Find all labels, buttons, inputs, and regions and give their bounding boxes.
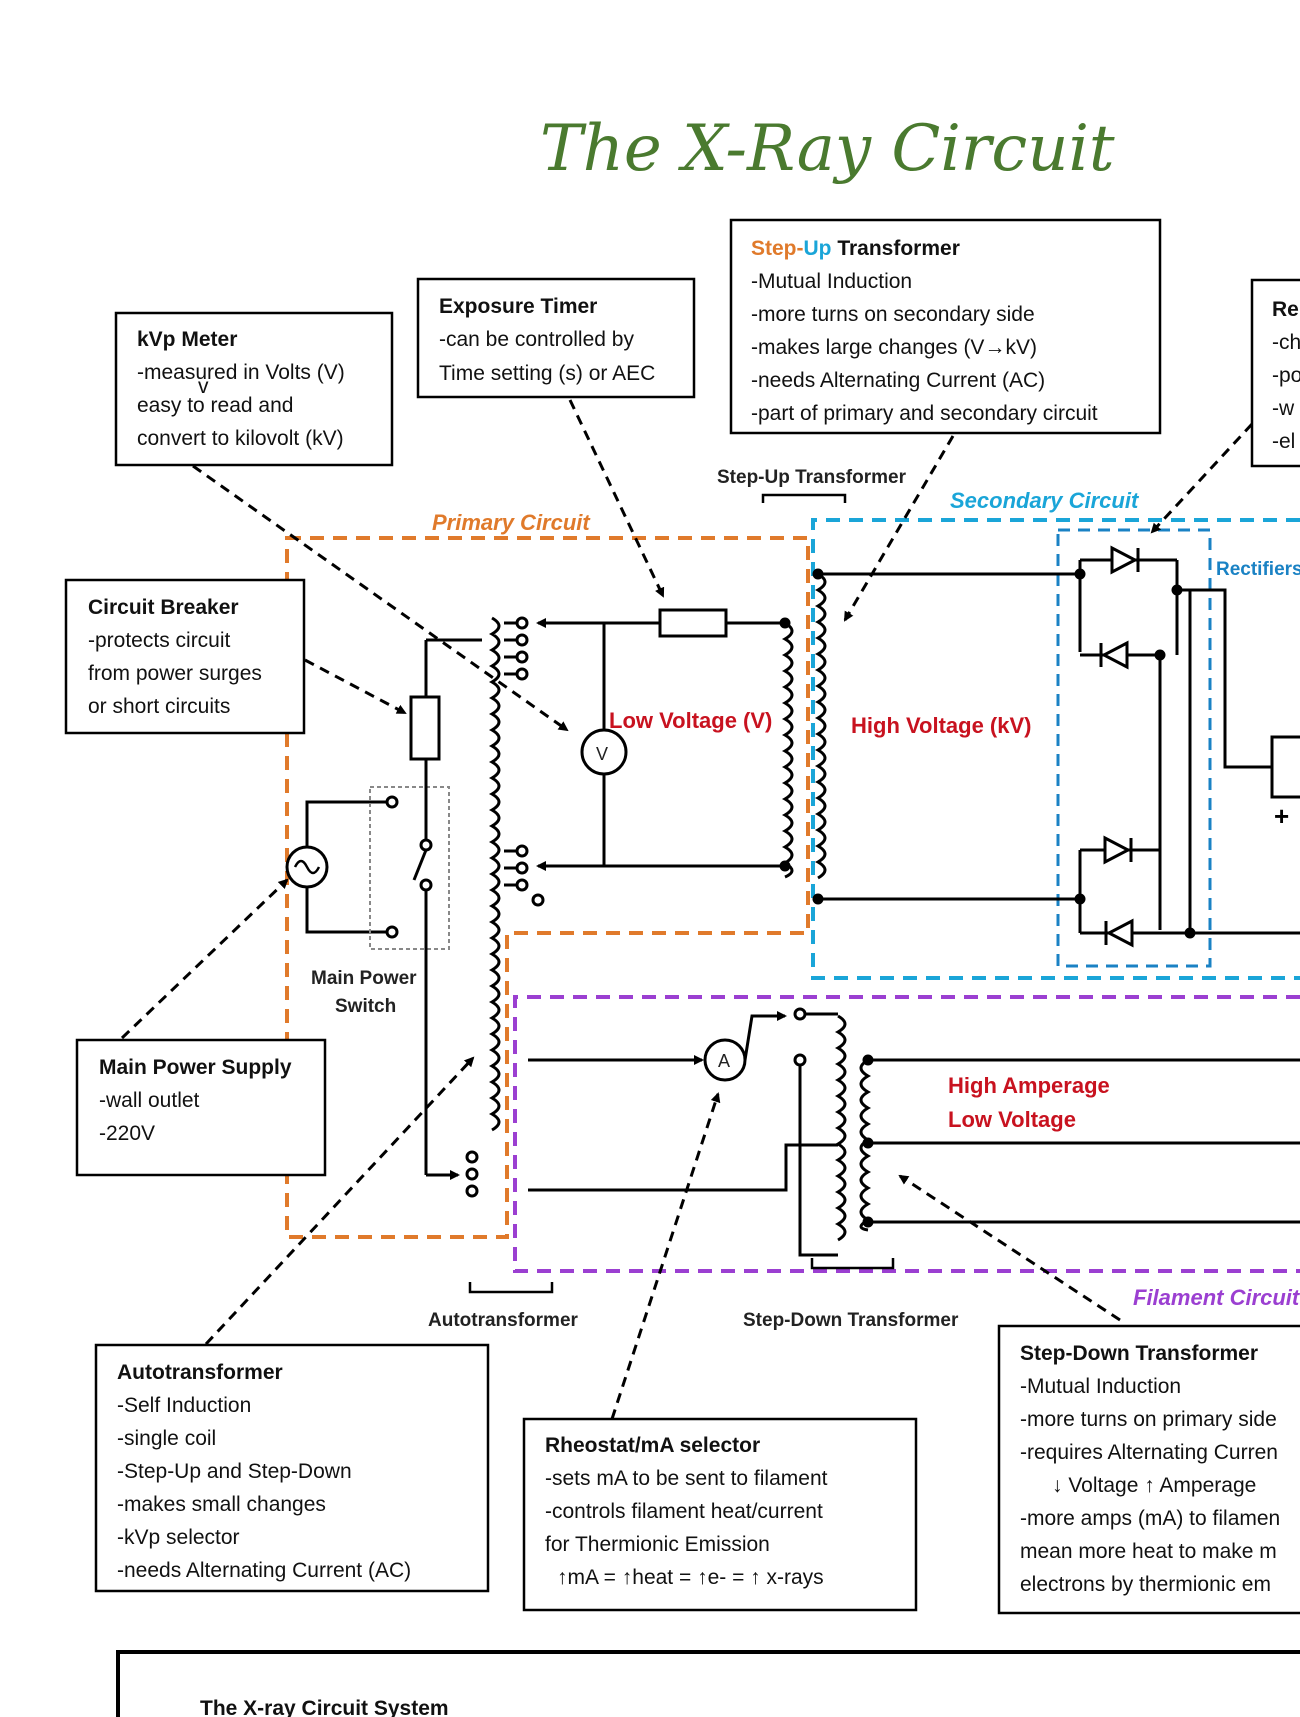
step-down-line: -more turns on primary side — [1020, 1408, 1277, 1431]
rheostat-title: Rheostat/mA selector — [545, 1434, 760, 1457]
rectifiers-label: Rectifiers — [1216, 559, 1300, 580]
main-power-supply-line: -220V — [99, 1122, 155, 1145]
circuit-breaker-line: -protects circuit — [88, 629, 231, 652]
secondary-circuit-region: Secondary Circuit — [811, 488, 1300, 980]
main-power-supply-box: Main Power Supply -wall outlet -220V — [75, 1038, 327, 1177]
step-down-line: ↓ Voltage ↑ Amperage — [1052, 1474, 1256, 1497]
step-up-title-part: Step- — [751, 237, 804, 260]
main-power-switch-label-2: Switch — [335, 996, 396, 1017]
rheostat-line: for Thermionic Emission — [545, 1533, 770, 1556]
step-down-transformer-label: Step-Down Transformer — [743, 1310, 959, 1331]
circuit-breaker-line: from power surges — [88, 662, 262, 685]
rheostat-line: -controls filament heat/current — [545, 1500, 823, 1523]
exposure-timer-line: Time setting (s) or AEC — [439, 362, 655, 385]
rectifier-box-line: -po — [1272, 364, 1300, 387]
secondary-circuit-label: Secondary Circuit — [950, 488, 1140, 513]
step-down-transformer-box: Step-Down Transformer -Mutual Induction … — [997, 1324, 1300, 1615]
autotransformer-line: -needs Alternating Current (AC) — [117, 1559, 411, 1582]
voltmeter-label: V — [596, 744, 608, 764]
filament-circuit-region: Filament Circuit — [513, 995, 1300, 1310]
step-down-line: -Mutual Induction — [1020, 1375, 1181, 1398]
primary-circuit-region: Primary Circuit — [285, 510, 810, 1239]
kvp-meter-line: -measured in Volts (V) — [137, 361, 345, 384]
high-voltage-label: High Voltage (kV) — [851, 713, 1032, 738]
plus-label: + — [1274, 801, 1289, 831]
rheostat-line: -sets mA to be sent to filament — [545, 1467, 828, 1490]
rectifier-box-line: -ch — [1272, 331, 1300, 354]
kvp-meter-line: easy to read and — [137, 394, 293, 417]
kvp-meter-title: kVp Meter — [137, 328, 237, 351]
circuit-breaker-box: Circuit Breaker -protects circuit from p… — [64, 578, 306, 735]
rectifier-diode — [1103, 835, 1133, 865]
kvp-meter-line: convert to kilovolt (kV) — [137, 427, 344, 450]
autotransformer-line: -single coil — [117, 1427, 216, 1450]
step-down-line: -requires Alternating Curren — [1020, 1441, 1278, 1464]
autotransformer-line: -Self Induction — [117, 1394, 251, 1417]
step-up-line: -Mutual Induction — [751, 270, 912, 293]
step-down-title: Step-Down Transformer — [1020, 1342, 1258, 1365]
circuit-breaker-title: Circuit Breaker — [88, 596, 239, 619]
rectifier-region: Rectifiers — [1056, 528, 1300, 968]
circuit-breaker-fuse — [409, 695, 441, 761]
ammeter-label: A — [718, 1051, 730, 1071]
step-up-transformer-box: Step-Up Transformer -Mutual Induction -m… — [729, 218, 1162, 435]
autotransformer-line: -kVp selector — [117, 1526, 240, 1549]
step-down-line: electrons by thermionic em — [1020, 1573, 1271, 1596]
step-up-title-part: Transformer — [832, 237, 960, 260]
rectifier-box-line: -el — [1272, 430, 1295, 453]
exposure-timer-resistor — [658, 608, 728, 638]
secondary-wiring — [812, 545, 1300, 948]
main-power-supply-line: -wall outlet — [99, 1089, 200, 1112]
rheostat-box: Rheostat/mA selector -sets mA to be sent… — [522, 1417, 918, 1612]
kvp-meter-box: kVp Meter -measured in Volts (V) v easy … — [114, 311, 394, 467]
autotransformer-line: -Step-Up and Step-Down — [117, 1460, 352, 1483]
step-up-line: -needs Alternating Current (AC) — [751, 369, 1045, 392]
rectifier-box-title: Re — [1272, 298, 1299, 321]
autotransformer-line: -makes small changes — [117, 1493, 326, 1516]
autotransformer-box: Autotransformer -Self Induction -single … — [94, 1343, 490, 1593]
primary-circuit-label: Primary Circuit — [432, 510, 591, 535]
step-down-line: mean more heat to make m — [1020, 1540, 1277, 1563]
step-down-line: -more amps (mA) to filamen — [1020, 1507, 1280, 1530]
filament-circuit-label: Filament Circuit — [1133, 1285, 1300, 1310]
autotransformer-title: Autotransformer — [117, 1361, 283, 1384]
xray-tube-partial — [1270, 735, 1300, 799]
voltmeter — [580, 728, 628, 776]
kvp-meter-subscript: v — [198, 375, 209, 398]
main-power-switch-label-1: Main Power — [311, 968, 417, 989]
step-up-line: -makes large changes (V→kV) — [751, 336, 1037, 359]
circuit-breaker-line: or short circuits — [88, 695, 230, 718]
low-voltage-label: Low Voltage (V) — [609, 708, 772, 733]
rectifier-diode — [1104, 918, 1134, 948]
step-up-transformer-title: Step-Up Transformer — [751, 237, 960, 260]
autotransformer-label: Autotransformer — [428, 1310, 579, 1331]
step-up-title-part: Up — [804, 237, 832, 260]
pointer-arrows — [120, 399, 1254, 1420]
exposure-timer-title: Exposure Timer — [439, 295, 597, 318]
main-power-supply-title: Main Power Supply — [99, 1056, 292, 1079]
bottom-summary-box: The X-ray Circuit System — [116, 1650, 1300, 1717]
primary-wiring — [285, 608, 794, 1198]
rectifier-box-partial: Re -ch -po -w -el — [1250, 278, 1300, 468]
low-voltage2-label: Low Voltage — [948, 1107, 1076, 1132]
high-amperage-label: High Amperage — [948, 1073, 1110, 1098]
rectifier-diode — [1099, 640, 1129, 670]
filament-wiring — [528, 1007, 1300, 1257]
exposure-timer-line: -can be controlled by — [439, 328, 634, 351]
bottom-summary-title: The X-ray Circuit System — [200, 1697, 449, 1717]
page-title: The X-Ray Circuit — [540, 112, 1115, 186]
step-up-line: -part of primary and secondary circuit — [751, 402, 1098, 425]
exposure-timer-box: Exposure Timer -can be controlled by Tim… — [416, 277, 696, 399]
rectifier-diode — [1110, 545, 1140, 575]
step-up-line: -more turns on secondary side — [751, 303, 1035, 326]
rectifier-box-line: -w — [1272, 397, 1295, 420]
main-power-switch — [369, 786, 450, 950]
step-up-transformer-label: Step-Up Transformer — [717, 467, 907, 488]
rheostat-line: ↑mA = ↑heat = ↑e- = ↑ x-rays — [557, 1566, 824, 1589]
